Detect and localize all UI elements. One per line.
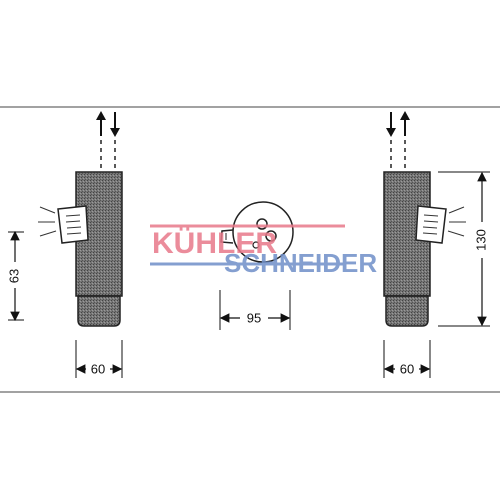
up-down-arrows-icon — [96, 111, 120, 137]
pipe-connector-icon — [220, 229, 234, 244]
right-drier — [383, 111, 466, 327]
left-width-dimension: 60 — [75, 340, 123, 378]
right-width-dimension: 60 — [383, 340, 431, 378]
left-height-label: 63 — [6, 269, 21, 283]
left-drier — [38, 111, 123, 327]
right-height-label: 130 — [473, 229, 488, 251]
right-sight-glass-icon — [415, 205, 466, 244]
left-height-dimension: 63 — [6, 230, 24, 322]
watermark-line1: KÜHLER — [152, 227, 277, 260]
center-top-view — [220, 201, 294, 263]
brand-watermark: KÜHLER SCHNEIDER — [150, 224, 377, 278]
right-height-dimension: 130 — [438, 171, 491, 327]
right-width-label: 60 — [400, 361, 414, 376]
right-drier-base — [385, 295, 429, 327]
center-width-dimension: 95 — [219, 290, 291, 330]
left-drier-base — [77, 295, 121, 327]
left-width-label: 60 — [91, 361, 105, 376]
port-right — [265, 230, 277, 242]
port-small — [252, 241, 260, 249]
left-sight-glass-icon — [38, 205, 89, 244]
center-drier-circle — [232, 201, 294, 263]
center-width-label: 95 — [247, 310, 261, 325]
watermark-line2: SCHNEIDER — [224, 248, 377, 278]
down-up-arrows-icon — [386, 111, 410, 137]
